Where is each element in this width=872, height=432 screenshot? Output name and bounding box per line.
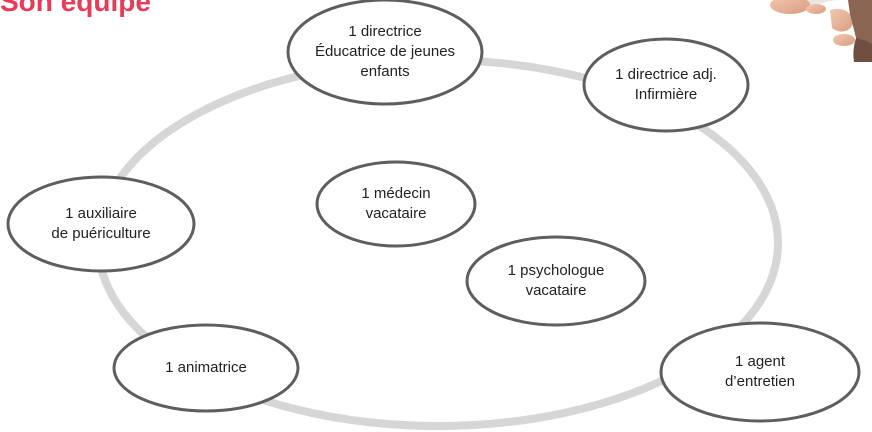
node-medecin-label-line: vacataire <box>366 205 427 222</box>
node-directrice-label-line: enfants <box>360 63 409 80</box>
node-animatrice-shape <box>112 323 300 413</box>
node-agent-label-line: d’entretien <box>725 373 795 390</box>
node-psychologue-shape <box>465 235 647 327</box>
children-hands-photo <box>760 0 872 62</box>
node-medecin: 1 médecin vacataire <box>315 160 477 248</box>
node-agent-label-line: 1 agent <box>735 353 786 370</box>
node-animatrice: 1 animatrice <box>112 323 300 413</box>
node-medecin-shape <box>315 160 477 248</box>
node-agent-shape <box>659 321 861 423</box>
node-directrice-label-line: Éducatrice de jeunes <box>315 43 455 60</box>
node-directrice-shape <box>286 0 484 106</box>
node-psychologue-label-line: vacataire <box>526 282 587 299</box>
node-auxiliaire-label-line: 1 auxiliaire <box>65 205 137 222</box>
node-animatrice-label-line: 1 animatrice <box>165 359 247 376</box>
node-directrice-adj: 1 directrice adj. Infirmière <box>582 37 750 133</box>
node-directrice-adj-label-line: 1 directrice adj. <box>615 66 717 83</box>
node-psychologue-label-line: 1 psychologue <box>508 262 605 279</box>
node-psychologue: 1 psychologue vacataire <box>465 235 647 327</box>
node-directrice-adj-label-line: Infirmière <box>635 86 698 103</box>
node-auxiliaire: 1 auxiliaire de puériculture <box>6 175 196 273</box>
node-medecin-label-line: 1 médecin <box>361 185 430 202</box>
node-agent: 1 agent d’entretien <box>659 321 861 423</box>
page-title: Son équipe <box>0 0 151 17</box>
node-directrice-adj-shape <box>582 37 750 133</box>
node-auxiliaire-label-line: de puériculture <box>51 225 150 242</box>
node-directrice-label-line: 1 directrice <box>348 23 421 40</box>
node-auxiliaire-shape <box>6 175 196 273</box>
